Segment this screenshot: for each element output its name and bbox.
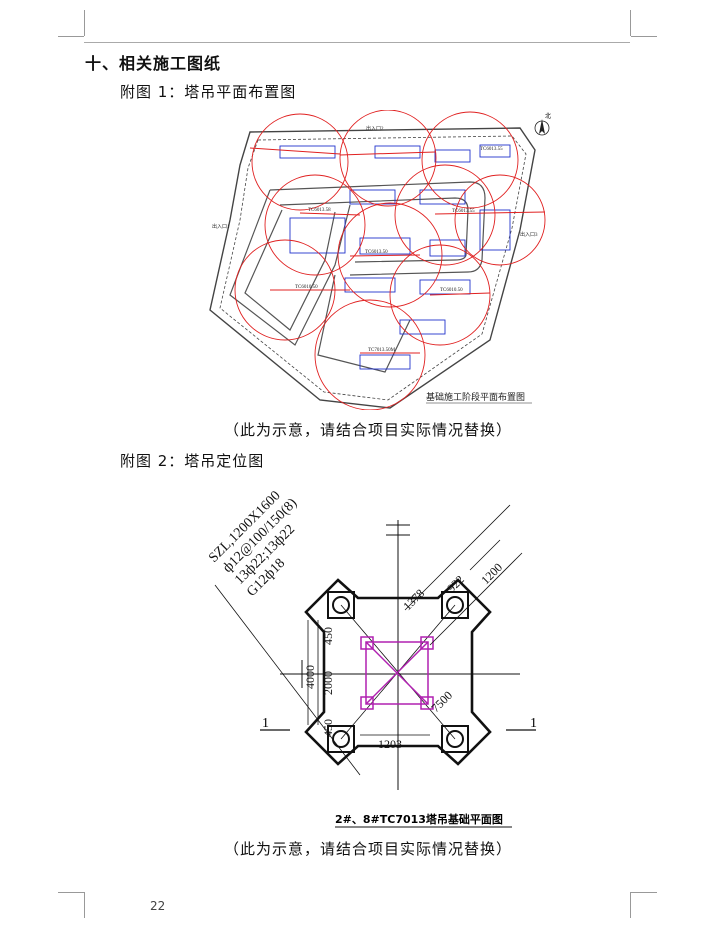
crane-radius-circle: [454, 174, 546, 266]
mast-section: [365, 641, 429, 705]
crop-mark: [631, 36, 657, 37]
north-arrow-icon: 北: [534, 112, 551, 136]
building: [479, 144, 511, 158]
dim-450-top: 450: [321, 627, 335, 645]
crane-label: TC6010.50: [295, 285, 318, 290]
pile-cap: [441, 725, 469, 753]
dim-4000: 4000: [303, 665, 317, 689]
building: [349, 189, 396, 205]
crop-mark: [631, 892, 657, 893]
leader-line: [214, 584, 361, 776]
header-rule: [84, 42, 630, 43]
crane-radius-circle: [251, 113, 349, 211]
building: [359, 237, 411, 255]
building: [399, 319, 446, 335]
pile-cap: [441, 591, 469, 619]
dimension-line: [404, 504, 511, 611]
mast-leg: [420, 696, 434, 710]
page-number: 22: [150, 899, 166, 913]
pile: [446, 730, 464, 748]
pile-cap: [327, 591, 355, 619]
section-mark: 1: [262, 716, 269, 731]
crane-radius-circle: [337, 202, 443, 308]
crane-boom: [429, 292, 491, 296]
dim-1200: 1200: [478, 560, 505, 587]
section-heading: 十、相关施工图纸: [85, 54, 222, 73]
building: [359, 354, 411, 370]
gate-label: 出入口1: [212, 223, 230, 230]
crane-boom: [434, 211, 546, 215]
crane-label: TC6013.55: [480, 147, 503, 152]
pile: [446, 596, 464, 614]
crane-label: TC6013.58: [308, 208, 331, 213]
crop-mark: [58, 892, 84, 893]
site-inner-boundary: [219, 135, 527, 401]
building: [434, 149, 471, 163]
dim-1203: 1203: [378, 737, 402, 751]
dim-1378: 1378: [400, 586, 427, 613]
section-mark: 1: [530, 716, 537, 731]
road: [229, 189, 351, 346]
building: [374, 145, 421, 159]
figure2-note: （此为示意，请结合项目实际情况替换）: [224, 840, 513, 858]
dimension-line: [429, 552, 523, 646]
crane-radius-circle: [389, 244, 491, 346]
mast-leg: [360, 696, 374, 710]
crane-radius-circle: [421, 111, 519, 209]
building: [344, 277, 396, 293]
x-foundation-outline: [304, 578, 492, 766]
road: [269, 181, 486, 276]
site-plan-drawing: TC6013.58 TC6013.50 TC6013.55 TC6010.50 …: [209, 110, 551, 410]
building: [419, 189, 466, 205]
figure1-note: （此为示意，请结合项目实际情况替换）: [224, 421, 513, 439]
figure2-caption: 附图 2：塔吊定位图: [120, 452, 265, 470]
building: [279, 145, 336, 159]
crane-radius-circle: [394, 164, 496, 266]
building: [429, 239, 466, 257]
figure1-caption: 附图 1：塔吊平面布置图: [120, 83, 297, 101]
crane-label: TC7013.50M: [368, 348, 396, 353]
crop-mark: [630, 892, 631, 918]
crane-radius-circle: [264, 174, 366, 276]
gate-label: 出入口3: [520, 231, 538, 238]
gate-label: 出入口2: [366, 125, 384, 132]
crop-mark: [84, 10, 85, 36]
mast-leg: [360, 636, 374, 650]
crane-foundation-drawing: 1 1 1200 922 1378: [206, 488, 537, 828]
crane-radius-circle: [314, 299, 426, 410]
crane-boom: [339, 151, 436, 156]
crop-mark: [84, 892, 85, 918]
crop-mark: [58, 36, 84, 37]
drawing-title: 2#、8#TC7013塔吊基础平面图: [335, 812, 503, 826]
road: [317, 274, 411, 373]
crane-boom: [249, 147, 341, 155]
pile-cap: [327, 725, 355, 753]
building: [289, 217, 346, 254]
dim-450-bottom: 450: [321, 719, 335, 737]
site-boundary: [209, 127, 536, 409]
crane-boom: [299, 212, 361, 216]
pile: [332, 596, 350, 614]
plan-title: 基础施工阶段平面布置图: [426, 391, 525, 402]
crane-label: TC6013.50: [365, 250, 388, 255]
crane-boom: [349, 254, 421, 257]
svg-text:北: 北: [545, 112, 551, 120]
dimension-line: [469, 539, 501, 571]
dim-7500: 7500: [428, 688, 455, 715]
road: [244, 209, 336, 331]
crane-label: TC6010.50: [440, 288, 463, 293]
crane-radius-circle: [339, 110, 437, 207]
mast-leg: [420, 636, 434, 650]
dim-2000: 2000: [321, 671, 335, 695]
crop-mark: [630, 10, 631, 36]
crane-label: TC6013.55: [452, 209, 475, 214]
